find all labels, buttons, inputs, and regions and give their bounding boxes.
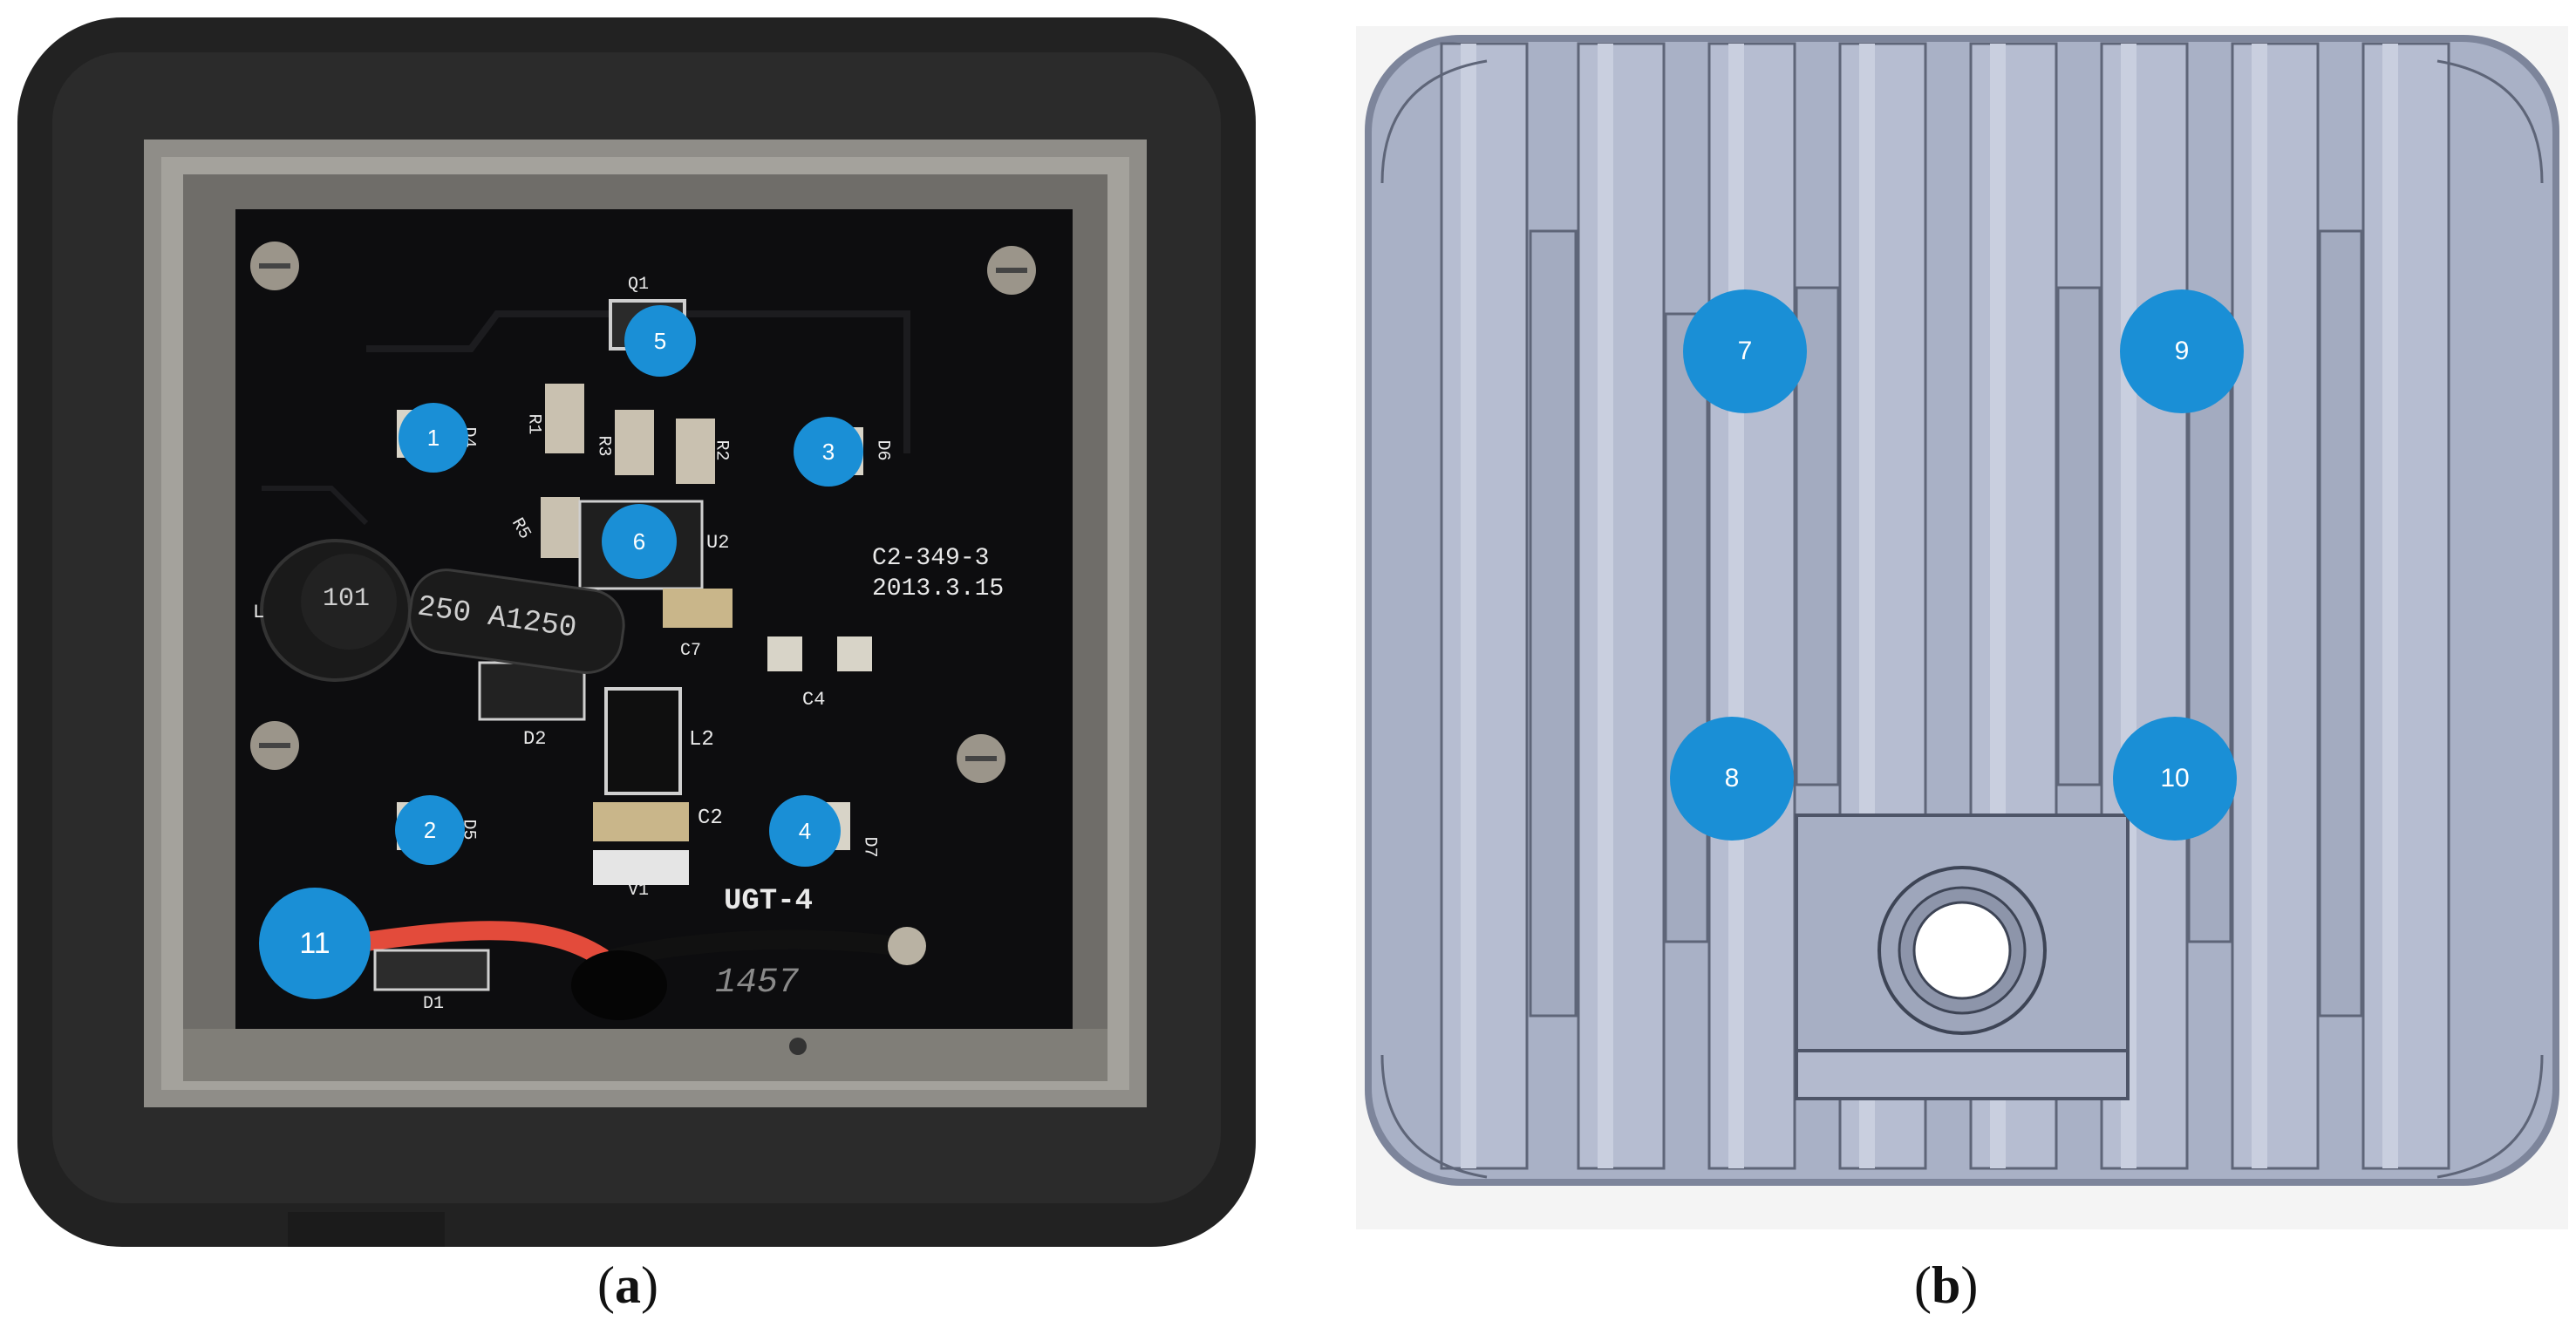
marker-8: 8 [1670, 717, 1794, 841]
marker-7: 7 [1683, 289, 1807, 413]
marker-10: 10 [2113, 717, 2237, 841]
marker-2: 2 [395, 795, 465, 865]
black-wire [608, 929, 926, 969]
pcb-photo-illustration [17, 17, 1256, 1247]
caption-b-letter: b [1931, 1256, 1961, 1314]
stamp-text: 1457 [715, 963, 800, 1003]
heatsink-fins [1440, 42, 2450, 1170]
brand-logo-text: UGT-4 [724, 885, 814, 918]
marker-3: 3 [794, 417, 863, 487]
marker-1: 1 [399, 403, 468, 473]
marker-9: 9 [2120, 289, 2244, 413]
silk-label: R2 [711, 439, 732, 461]
silk-label: D6 [872, 439, 893, 461]
marker-11: 11 [259, 888, 371, 999]
silk-label: D7 [859, 836, 880, 858]
silk-label: L2 [689, 728, 714, 752]
caption-b: (b) [1914, 1256, 1979, 1314]
caption-a-letter: a [614, 1256, 641, 1314]
mounting-hole [1912, 901, 2012, 1000]
silk-label: D1 [423, 994, 445, 1014]
heatsink-render [1356, 26, 2568, 1229]
caption-a: (a) [597, 1256, 658, 1314]
silk-label: Q1 [628, 275, 650, 295]
red-wire [365, 921, 617, 971]
marker-4: 4 [769, 795, 841, 867]
silk-label: V1 [628, 881, 650, 901]
silk-label: C2 [698, 807, 723, 830]
marker-5: 5 [624, 305, 696, 377]
silk-label: D2 [523, 728, 547, 750]
silk-label: R1 [523, 413, 544, 435]
silk-label: C4 [802, 689, 826, 711]
silk-label: R3 [593, 435, 614, 457]
panel-b-heatsink: 7 8 9 10 [1356, 26, 2568, 1229]
cable-hole [571, 950, 667, 1020]
electrolytic-capacitor [408, 568, 625, 674]
board-date-label: 2013.3.15 [872, 575, 1005, 602]
inductor-marking: 101 [323, 584, 371, 614]
panel-a-photo: C2-349-3 2013.3.15 250 A1250 101 UGT-4 1… [0, 0, 1273, 1247]
silk-label: L [253, 602, 265, 623]
silk-label: C7 [680, 641, 702, 661]
marker-6: 6 [602, 504, 677, 579]
silk-label: U2 [706, 532, 730, 554]
screw-icons [250, 242, 1036, 783]
board-code-label: C2-349-3 [872, 545, 990, 572]
